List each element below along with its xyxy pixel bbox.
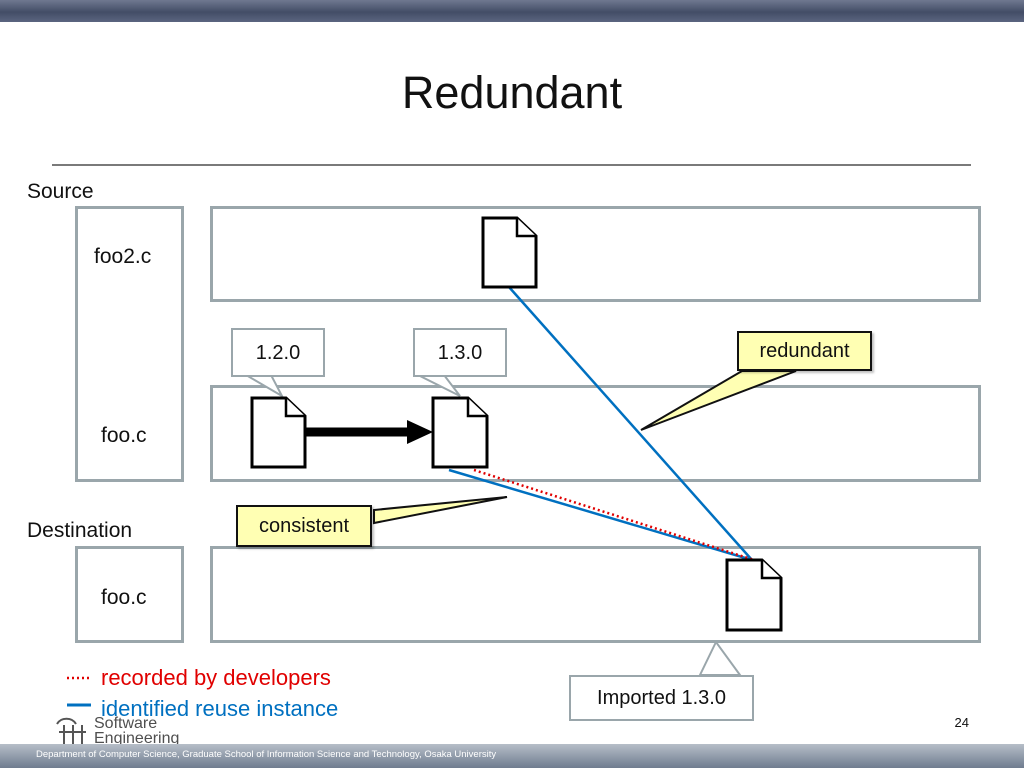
foo-1-3-0-file-document <box>431 396 489 469</box>
destination-foo-lane <box>210 546 981 643</box>
destination-foo-file-document <box>725 558 783 632</box>
version-1-3-0-callout: 1.3.0 <box>413 328 507 377</box>
redundant-callout-pointer <box>640 370 797 431</box>
version-callout-pointer-1-2-0 <box>242 374 285 399</box>
slide-title: Redundant <box>401 67 623 118</box>
version-evolution-arrow-head <box>407 420 433 444</box>
version-1-2-0-callout: 1.2.0 <box>231 328 325 377</box>
imported-callout-pointer <box>698 640 742 676</box>
redundant-callout: redundant <box>737 331 872 371</box>
version-callout-pointer-1-3-0 <box>417 374 461 397</box>
source-foo2-label: foo2.c <box>94 245 152 268</box>
foo2-file-document <box>481 216 538 289</box>
source-file-label-lane <box>75 206 184 482</box>
identified-reuse-line-from-foo2 <box>508 286 753 561</box>
imported-version-callout: Imported 1.3.0 <box>569 675 754 721</box>
destination-section-label: Destination <box>27 519 133 542</box>
destination-foo-label: foo.c <box>101 586 147 609</box>
recorded-by-developers-line <box>473 468 755 562</box>
footer-department-text: Department of Computer Science, Graduate… <box>36 749 497 760</box>
legend-identified-label: identified reuse instance <box>101 696 339 721</box>
legend-recorded-label: recorded by developers <box>101 665 331 690</box>
bottom-footer-bar <box>0 744 1024 768</box>
foo-1-2-0-file-document <box>250 396 307 469</box>
consistent-callout: consistent <box>236 505 372 547</box>
top-header-bar <box>0 0 1024 22</box>
identified-reuse-line-from-foo <box>448 468 753 562</box>
consistent-callout-pointer <box>373 496 508 525</box>
source-foo2-lane <box>210 206 981 302</box>
source-section-label: Source <box>27 180 94 203</box>
page-number: 24 <box>954 715 969 730</box>
source-foo-label: foo.c <box>101 424 147 447</box>
destination-file-label-lane <box>75 546 184 643</box>
title-divider <box>52 164 971 166</box>
